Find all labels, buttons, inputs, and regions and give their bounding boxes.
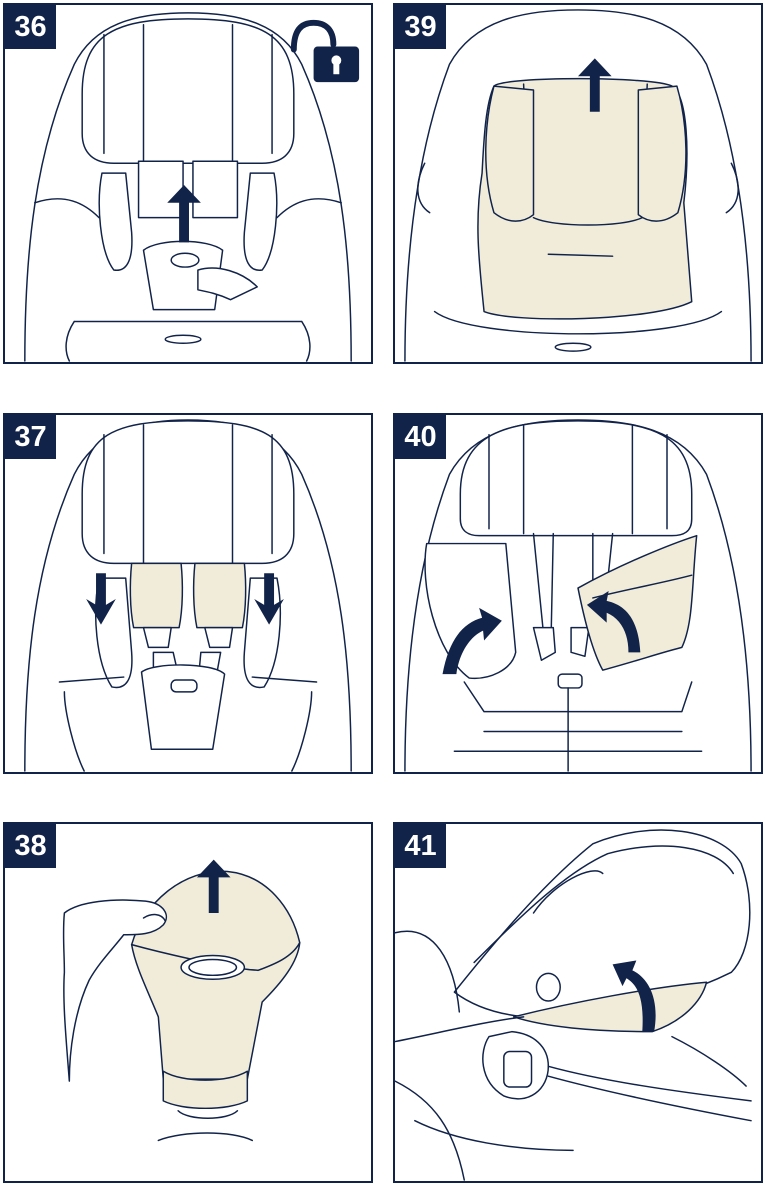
step-41-illustration [395,824,761,1181]
step-37-illustration [5,415,371,772]
step-37-panel: 37 [3,413,373,774]
step-39-illustration [395,5,761,362]
step-39-panel: 39 [393,3,763,364]
step-36-panel: 36 [3,3,373,364]
step-number-badge: 37 [5,415,56,459]
step-number-badge: 36 [5,5,56,49]
step-number-badge: 40 [395,415,446,459]
step-number-badge: 41 [395,824,446,868]
step-40-panel: 40 [393,413,763,774]
unlock-icon [294,23,359,82]
step-38-panel: 38 [3,822,373,1183]
step-36-illustration [5,5,371,362]
step-41-panel: 41 [393,822,763,1183]
step-38-illustration [5,824,371,1181]
step-number-badge: 38 [5,824,56,868]
step-number-badge: 39 [395,5,446,49]
step-40-illustration [395,415,761,772]
